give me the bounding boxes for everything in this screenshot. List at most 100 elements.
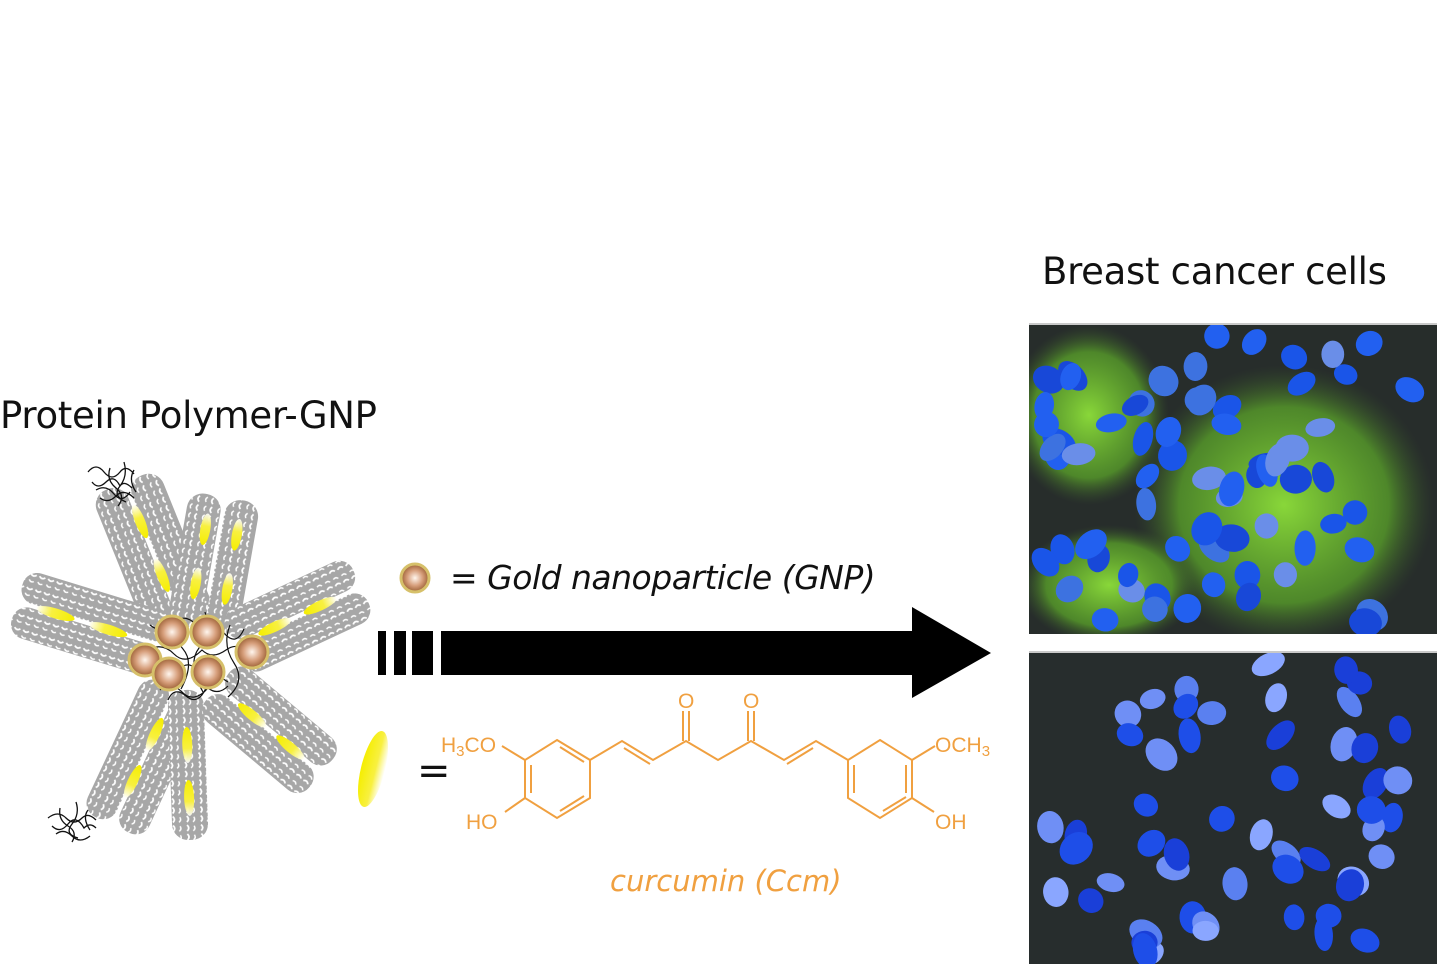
gold-nanoparticle-cluster bbox=[127, 614, 270, 692]
arrow-dash bbox=[394, 631, 406, 675]
curcumin-molecule bbox=[36, 605, 75, 622]
cell-nucleus bbox=[1165, 535, 1191, 562]
curcumin-molecule bbox=[221, 573, 233, 605]
cell-nucleus bbox=[1061, 443, 1096, 466]
curcumin-molecule bbox=[231, 519, 243, 551]
cell-nucleus bbox=[1283, 904, 1305, 931]
cell-nucleus bbox=[1163, 838, 1190, 871]
cell-nucleus bbox=[1136, 487, 1157, 521]
curcumin-molecule bbox=[190, 567, 202, 600]
cell-nucleus bbox=[1050, 534, 1075, 565]
cell-nucleus bbox=[1142, 596, 1168, 622]
protein-arm bbox=[224, 560, 371, 672]
ho-label: HO bbox=[466, 811, 498, 834]
gnp-legend-label: = Gold nanoparticle (GNP) bbox=[450, 558, 876, 597]
gold-nanoparticle-icon bbox=[399, 562, 431, 594]
cell-nucleus bbox=[1118, 562, 1139, 588]
curcumin-name-label: curcumin (Ccm) bbox=[610, 864, 842, 898]
process-arrow bbox=[378, 607, 991, 698]
cell-nucleus bbox=[1320, 513, 1347, 534]
cell-nucleus bbox=[1254, 513, 1279, 539]
curcumin-ellipse-icon bbox=[358, 731, 388, 807]
cell-nucleus bbox=[1218, 471, 1245, 507]
curcumin-molecule bbox=[123, 765, 142, 798]
microscopy-panel-control bbox=[1029, 651, 1437, 964]
protein-arm bbox=[10, 572, 172, 676]
cell-nucleus bbox=[1091, 608, 1119, 632]
oh-label: OH bbox=[935, 811, 967, 834]
cell-nucleus bbox=[1383, 766, 1413, 795]
cell-nucleus bbox=[1335, 869, 1365, 902]
cell-nucleus bbox=[1145, 738, 1178, 771]
cell-nucleus bbox=[1137, 829, 1166, 857]
cell-nucleus bbox=[1334, 656, 1358, 684]
cell-nucleus bbox=[1321, 340, 1345, 368]
protein-arm bbox=[168, 493, 259, 634]
cell-nucleus bbox=[1356, 796, 1386, 824]
cell-nucleus bbox=[1265, 683, 1288, 713]
cell-nucleus bbox=[1039, 433, 1066, 462]
cell-nucleus bbox=[1272, 854, 1304, 884]
cell-nucleus bbox=[1336, 686, 1363, 718]
cell-nucleus bbox=[1155, 416, 1182, 448]
cell-nucleus bbox=[1287, 371, 1316, 396]
curcumin-molecule bbox=[237, 703, 267, 728]
protein-arm bbox=[201, 666, 337, 794]
cell-nucleus bbox=[1251, 653, 1285, 677]
carbonyl-oxygen-label: O bbox=[743, 690, 759, 713]
cell-nucleus bbox=[1342, 500, 1368, 525]
cell-nucleus bbox=[1351, 733, 1379, 764]
protein-arm bbox=[167, 689, 209, 840]
cell-nucleus bbox=[1249, 819, 1273, 851]
cell-nucleus bbox=[1362, 768, 1389, 799]
breast-cancer-cells-title: Breast cancer cells bbox=[1042, 250, 1387, 293]
cell-nucleus bbox=[1078, 888, 1104, 913]
microscopy-panel-curcumin-treated bbox=[1029, 323, 1437, 634]
cell-nucleus bbox=[1148, 365, 1179, 397]
cell-nucleus bbox=[1031, 547, 1060, 577]
cell-nucleus bbox=[1096, 873, 1125, 893]
curcumin-molecule bbox=[88, 621, 128, 638]
curcumin-molecule bbox=[258, 617, 292, 636]
carbonyl-oxygen-label: O bbox=[678, 690, 694, 713]
cell-nucleus bbox=[1330, 727, 1358, 762]
cell-nucleus bbox=[1116, 723, 1144, 747]
cell-nucleus bbox=[1201, 572, 1226, 598]
cell-nucleus bbox=[1192, 920, 1219, 941]
gold-nanoparticle bbox=[190, 654, 226, 690]
curcumin-molecule bbox=[184, 779, 195, 816]
gold-nanoparticle bbox=[154, 614, 190, 650]
arrow-body bbox=[441, 607, 991, 698]
cell-nucleus bbox=[1173, 593, 1202, 623]
arrow-dash bbox=[412, 631, 433, 675]
cell-nucleus bbox=[1183, 352, 1208, 381]
cells-image-bottom bbox=[1037, 653, 1413, 964]
cell-nucleus bbox=[1095, 413, 1127, 433]
h3co-label: H3CO bbox=[441, 734, 496, 760]
heptadienone-chain bbox=[589, 739, 849, 762]
curcumin-molecule bbox=[153, 558, 170, 592]
cell-nucleus bbox=[1075, 529, 1107, 560]
cell-nucleus bbox=[1395, 377, 1425, 403]
cell-nucleus bbox=[1158, 440, 1187, 471]
cell-nucleus bbox=[1241, 329, 1267, 355]
polymer-tangle bbox=[47, 801, 97, 843]
cell-nucleus bbox=[1388, 715, 1412, 744]
cell-nucleus bbox=[1055, 575, 1084, 603]
gold-nanoparticle bbox=[151, 656, 187, 692]
cell-nucleus bbox=[1235, 582, 1262, 612]
cell-nucleus bbox=[1294, 530, 1316, 566]
cell-nucleus bbox=[1192, 466, 1226, 491]
cell-nucleus bbox=[1222, 867, 1248, 901]
cell-nucleus bbox=[1381, 802, 1403, 833]
cell-nucleus bbox=[1139, 688, 1166, 710]
curcumin-molecule bbox=[182, 726, 193, 763]
curcumin-structure: H3CO OCH3 HO OH O O bbox=[441, 690, 990, 834]
cell-nucleus bbox=[1122, 394, 1149, 416]
curcumin-molecule bbox=[199, 513, 211, 546]
cell-nucleus bbox=[1114, 700, 1142, 728]
cell-nucleus bbox=[1305, 418, 1336, 437]
cells-image-top bbox=[1029, 325, 1434, 634]
polymer-tangle bbox=[87, 461, 137, 507]
